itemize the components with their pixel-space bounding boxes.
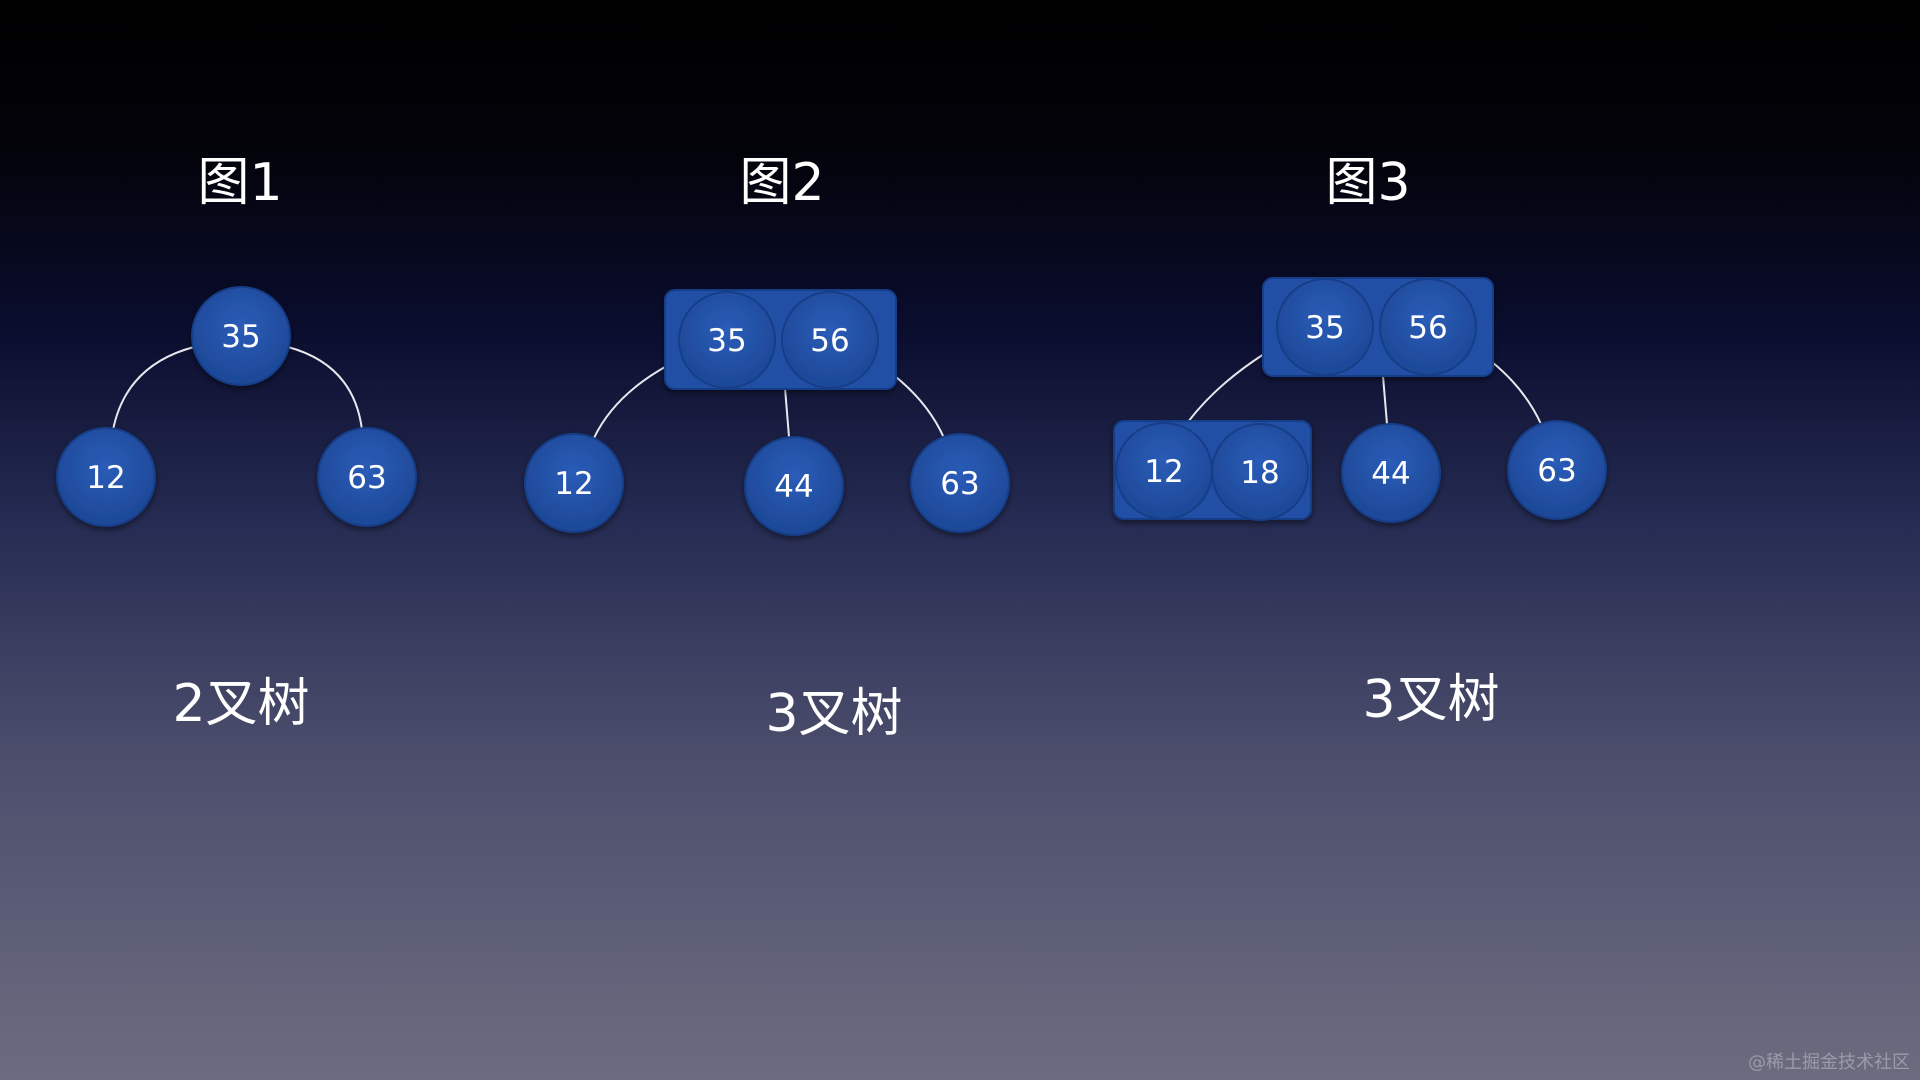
- f1-node-right: [317, 427, 417, 527]
- f2-node-mid-label: 44: [774, 469, 813, 505]
- f2-edge-left: [593, 366, 666, 439]
- watermark: @稀土掘金技术社区: [1748, 1052, 1910, 1073]
- figure-3-title: 图3: [1325, 153, 1411, 213]
- f1-edge-right: [287, 346, 363, 431]
- f2-root-key-2-label: 56: [810, 323, 849, 359]
- f2-node-mid: [744, 436, 844, 536]
- f3-edge-left: [1187, 353, 1265, 423]
- f1-node-left: [56, 427, 156, 527]
- f3-left-key-2-label: 18: [1240, 455, 1279, 491]
- f2-node-left: [524, 433, 624, 533]
- f2-node-right-label: 63: [940, 466, 979, 502]
- f1-node-right-label: 63: [347, 460, 386, 496]
- f2-edge-right: [895, 376, 945, 439]
- figure-1-tree: 35 12 63: [56, 286, 417, 527]
- f3-node-mid-label: 44: [1371, 456, 1410, 492]
- f1-node-root: [191, 286, 291, 386]
- f3-root-key-2-label: 56: [1408, 310, 1447, 346]
- f3-left-key-1-label: 12: [1144, 454, 1183, 490]
- figure-1-title: 图1: [197, 153, 283, 213]
- figure-2-tree: 35 56 12 44 63: [524, 289, 1010, 536]
- f3-edge-right: [1491, 361, 1542, 425]
- f3-root-key-1-label: 35: [1305, 310, 1344, 346]
- figure-3-caption: 3叉树: [1362, 670, 1500, 730]
- f2-edge-mid: [784, 387, 790, 438]
- figure-2-caption: 3叉树: [765, 684, 903, 744]
- f1-node-root-label: 35: [221, 319, 260, 355]
- f2-node-left-label: 12: [554, 466, 593, 502]
- f3-left-box: [1113, 420, 1312, 521]
- f3-node-mid: [1341, 423, 1441, 523]
- f2-node-right: [910, 433, 1010, 533]
- f1-edge-left: [112, 346, 195, 431]
- f1-node-left-label: 12: [86, 460, 125, 496]
- f2-root-box: [664, 289, 897, 390]
- figure-3-tree: 35 56 12 18 44 63: [1113, 277, 1607, 523]
- figure-2-title: 图2: [739, 153, 825, 213]
- f3-edge-mid: [1382, 375, 1388, 425]
- figure-1-caption: 2叉树: [172, 674, 310, 734]
- f3-root-box: [1262, 277, 1494, 377]
- f2-root-key-1-label: 35: [707, 323, 746, 359]
- f3-node-right: [1507, 420, 1607, 520]
- f3-node-right-label: 63: [1537, 453, 1576, 489]
